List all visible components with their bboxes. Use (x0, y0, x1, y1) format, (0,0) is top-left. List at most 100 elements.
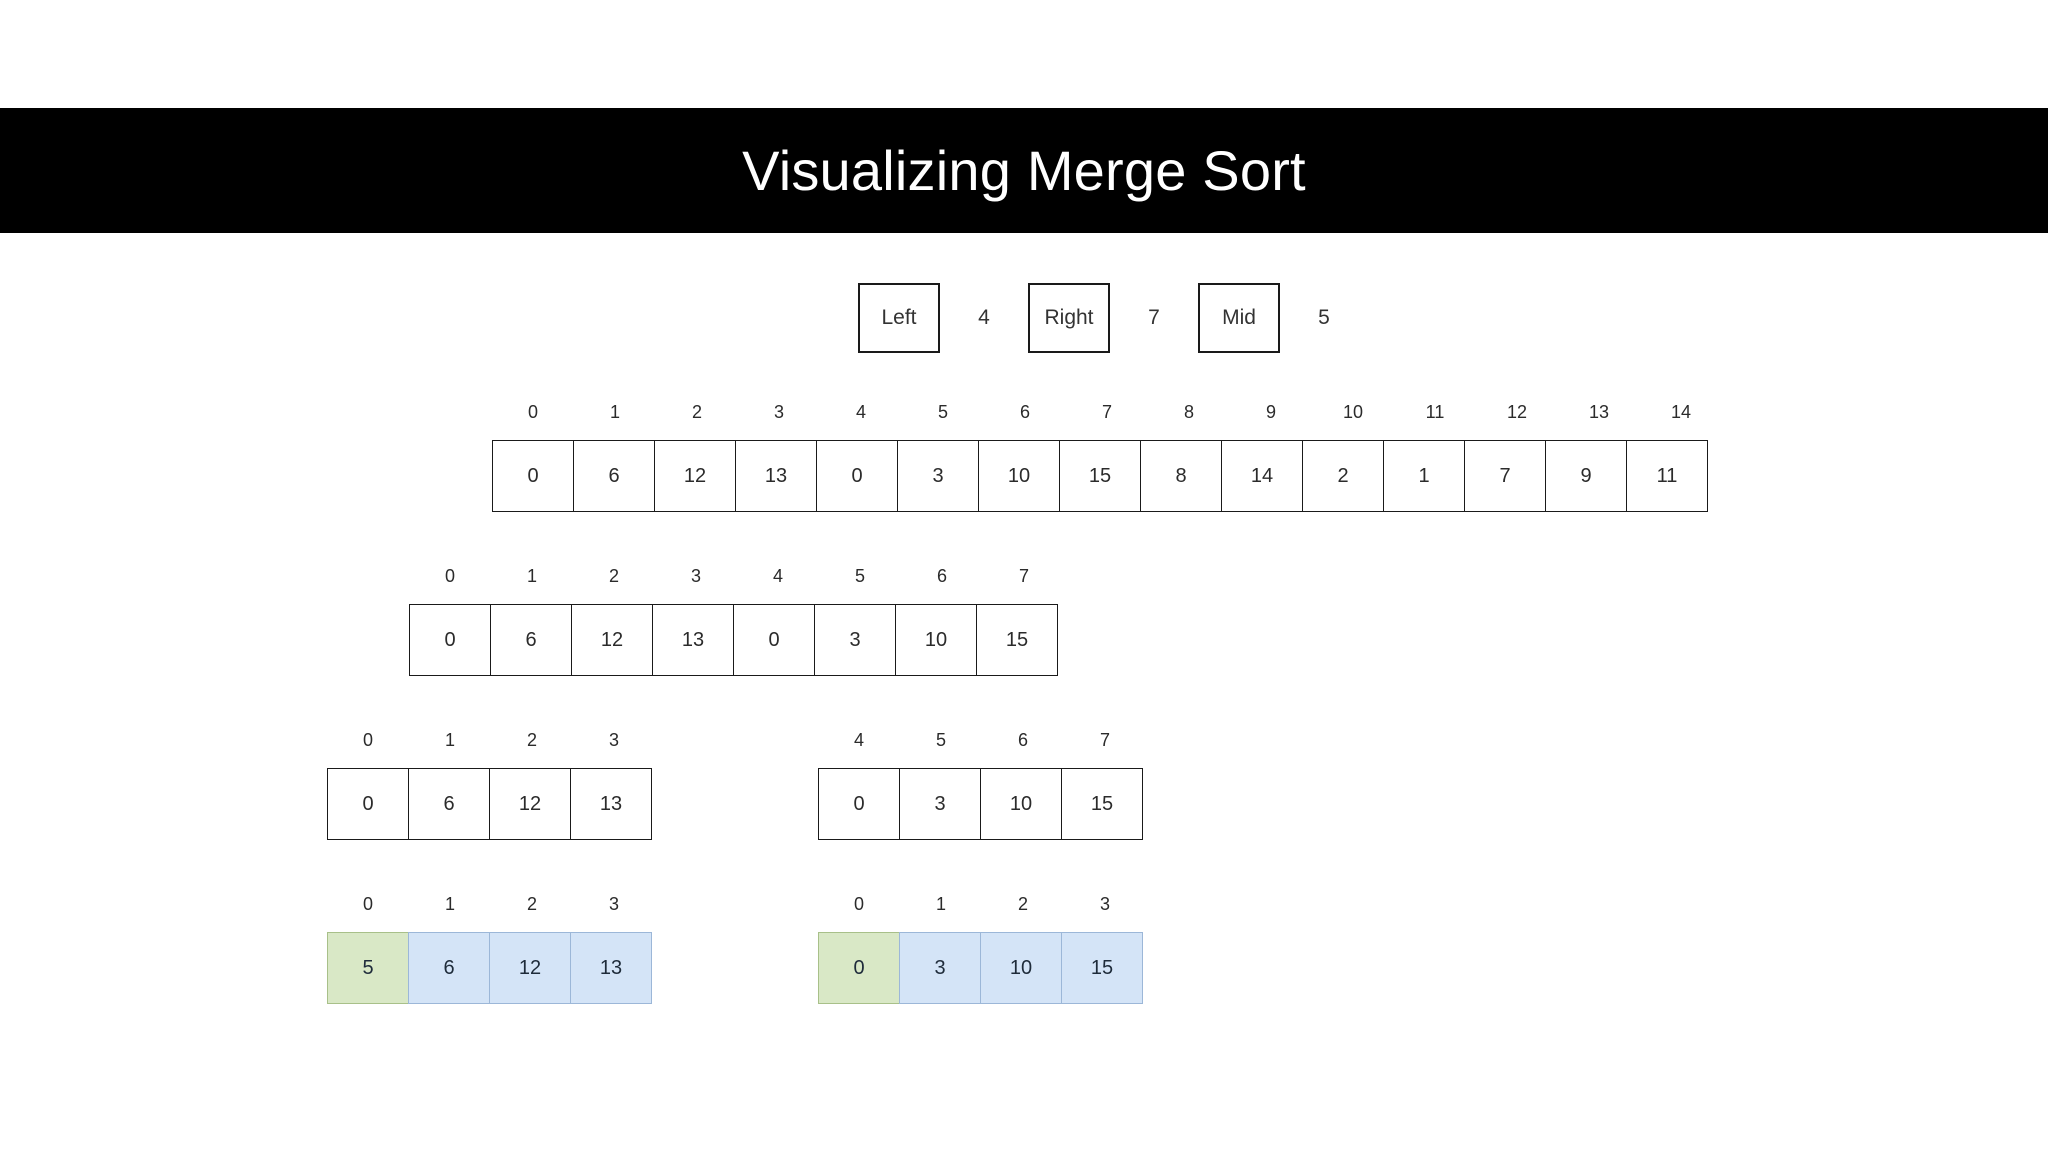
index-label: 10 (1342, 402, 1364, 422)
array-cell[interactable]: 10 (980, 932, 1062, 1004)
pointer-value-left: 4 (978, 306, 990, 329)
array-cell[interactable]: 3 (899, 932, 981, 1004)
index-label: 5 (935, 730, 946, 750)
array-cell[interactable]: 13 (652, 604, 734, 676)
pointer-label-mid: Mid (1198, 283, 1280, 353)
array-cell[interactable]: 13 (570, 768, 652, 840)
pointer-value-mid: 5 (1318, 306, 1330, 329)
index-label: 7 (1099, 730, 1110, 750)
index-label: 1 (444, 730, 455, 750)
index-label: 4 (855, 402, 866, 422)
index-label: 0 (362, 730, 373, 750)
index-label: 9 (1265, 402, 1276, 422)
array-cell[interactable]: 0 (733, 604, 815, 676)
array-cell[interactable]: 12 (654, 440, 736, 512)
array-cell[interactable]: 13 (735, 440, 817, 512)
index-label: 3 (690, 566, 701, 586)
array-cell[interactable]: 0 (816, 440, 898, 512)
pointer-control-left: Left 4 (858, 283, 1028, 353)
array-cell[interactable]: 5 (327, 932, 409, 1004)
index-label: 3 (773, 402, 784, 422)
index-label: 7 (1101, 402, 1112, 422)
index-label: 6 (936, 566, 947, 586)
index-label: 2 (526, 730, 537, 750)
pointer-control-mid: Mid 5 (1198, 283, 1368, 353)
index-label: 4 (853, 730, 864, 750)
index-label: 2 (691, 402, 702, 422)
array-cell[interactable]: 6 (490, 604, 572, 676)
index-label: 8 (1183, 402, 1194, 422)
array-cell[interactable]: 3 (814, 604, 896, 676)
array-cell[interactable]: 12 (489, 932, 571, 1004)
array-cell[interactable]: 10 (980, 768, 1062, 840)
index-label: 3 (1099, 894, 1110, 914)
index-label: 2 (608, 566, 619, 586)
index-label: 0 (527, 402, 538, 422)
index-label: 12 (1506, 402, 1528, 422)
title-banner: Visualizing Merge Sort (0, 108, 2048, 233)
index-label: 0 (444, 566, 455, 586)
index-label: 4 (772, 566, 783, 586)
index-label: 1 (526, 566, 537, 586)
array-cell[interactable]: 2 (1302, 440, 1384, 512)
pointer-value-right: 7 (1148, 306, 1160, 329)
array-cell[interactable]: 12 (571, 604, 653, 676)
array-cell[interactable]: 15 (1059, 440, 1141, 512)
array-cell[interactable]: 0 (818, 768, 900, 840)
array-cell[interactable]: 15 (976, 604, 1058, 676)
array-cell[interactable]: 11 (1626, 440, 1708, 512)
index-strip: 4 5 6 7 (818, 726, 1146, 754)
array-cell[interactable]: 0 (409, 604, 491, 676)
index-label: 5 (854, 566, 865, 586)
page-title: Visualizing Merge Sort (742, 138, 1306, 202)
array-cell[interactable]: 13 (570, 932, 652, 1004)
array-cell[interactable]: 9 (1545, 440, 1627, 512)
array-cell[interactable]: 0 (818, 932, 900, 1004)
array-cell[interactable]: 15 (1061, 932, 1143, 1004)
index-label: 2 (1017, 894, 1028, 914)
index-label: 3 (608, 894, 619, 914)
index-label: 6 (1017, 730, 1028, 750)
index-label: 1 (444, 894, 455, 914)
array-cell[interactable]: 0 (492, 440, 574, 512)
index-label: 1 (935, 894, 946, 914)
array-cell[interactable]: 12 (489, 768, 571, 840)
pointer-label-left: Left (858, 283, 940, 353)
array-cell[interactable]: 14 (1221, 440, 1303, 512)
array-cell[interactable]: 3 (897, 440, 979, 512)
index-label: 5 (937, 402, 948, 422)
array-cell[interactable]: 10 (895, 604, 977, 676)
index-label: 13 (1588, 402, 1610, 422)
array-cell[interactable]: 8 (1140, 440, 1222, 512)
index-label: 0 (853, 894, 864, 914)
index-label: 11 (1425, 402, 1445, 422)
array-cell[interactable]: 15 (1061, 768, 1143, 840)
array-cell[interactable]: 0 (327, 768, 409, 840)
array-cell[interactable]: 6 (408, 768, 490, 840)
array-cell[interactable]: 1 (1383, 440, 1465, 512)
array-cell[interactable]: 3 (899, 768, 981, 840)
array-cell[interactable]: 6 (573, 440, 655, 512)
array-cell[interactable]: 7 (1464, 440, 1546, 512)
array-cell[interactable]: 6 (408, 932, 490, 1004)
index-label: 6 (1019, 402, 1030, 422)
index-strip: 0 1 2 3 (818, 890, 1146, 918)
array-cell[interactable]: 10 (978, 440, 1060, 512)
